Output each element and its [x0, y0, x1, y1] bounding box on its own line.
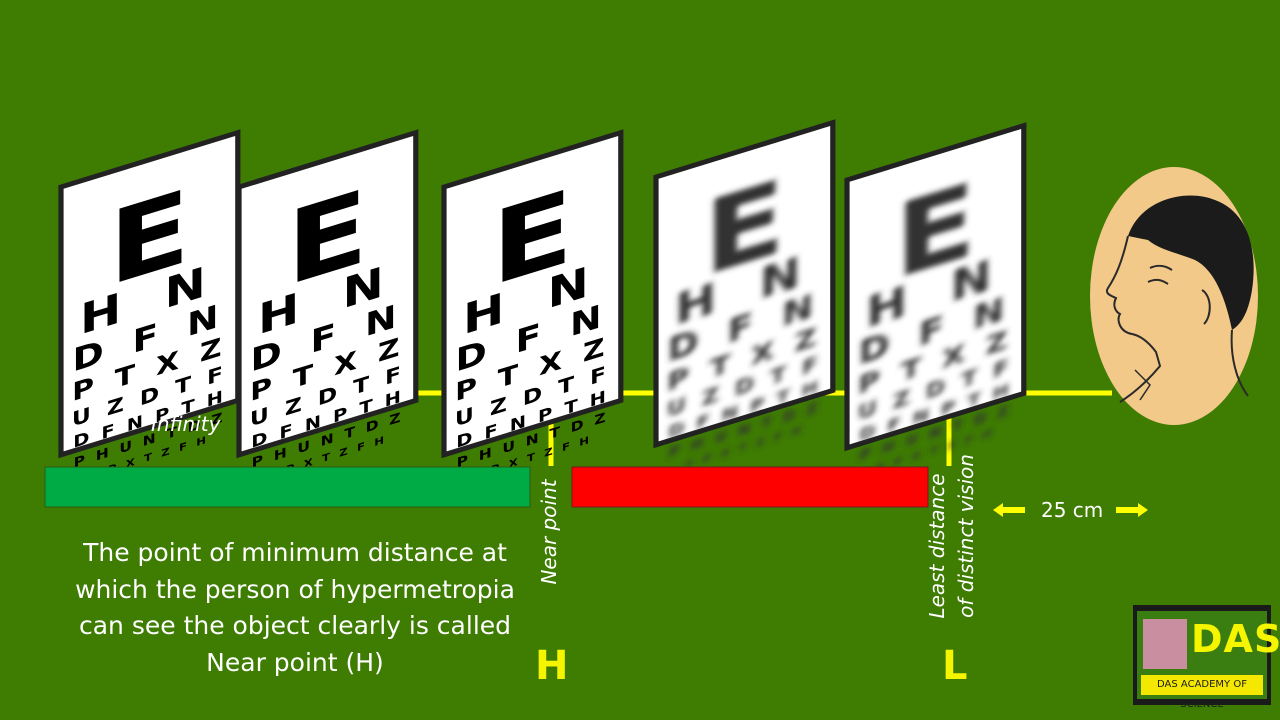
distance-arrow-icon [993, 503, 1148, 517]
least-distance-label-line2: of distinct vision [954, 454, 978, 618]
eye-chart-3 [441, 129, 624, 488]
eye-chart-5-blurred [844, 122, 1027, 481]
near-point-definition: The point of minimum distance at which t… [75, 538, 515, 677]
near-point-label: Near point [537, 479, 561, 585]
logo-title: DAS [1191, 617, 1280, 661]
presenter-avatar [1143, 619, 1187, 669]
l-marker: L [942, 643, 968, 689]
infinity-label: Infinity [151, 412, 221, 436]
das-logo: DAS DAS ACADEMY OF SCIENCE [1133, 605, 1280, 710]
least-distance-label-line1: Least distance [925, 473, 949, 619]
eye-chart-4-blurred [653, 119, 836, 478]
distance-value-label: 25 cm [1041, 498, 1104, 522]
eye-chart-2 [236, 129, 419, 488]
blurred-range-bar [571, 466, 929, 508]
h-marker: H [535, 643, 569, 689]
eye-chart-1 [58, 129, 241, 488]
observer-head-icon [1090, 167, 1258, 425]
logo-subtitle: DAS ACADEMY OF SCIENCE [1141, 675, 1263, 710]
clear-range-bar [44, 466, 531, 508]
